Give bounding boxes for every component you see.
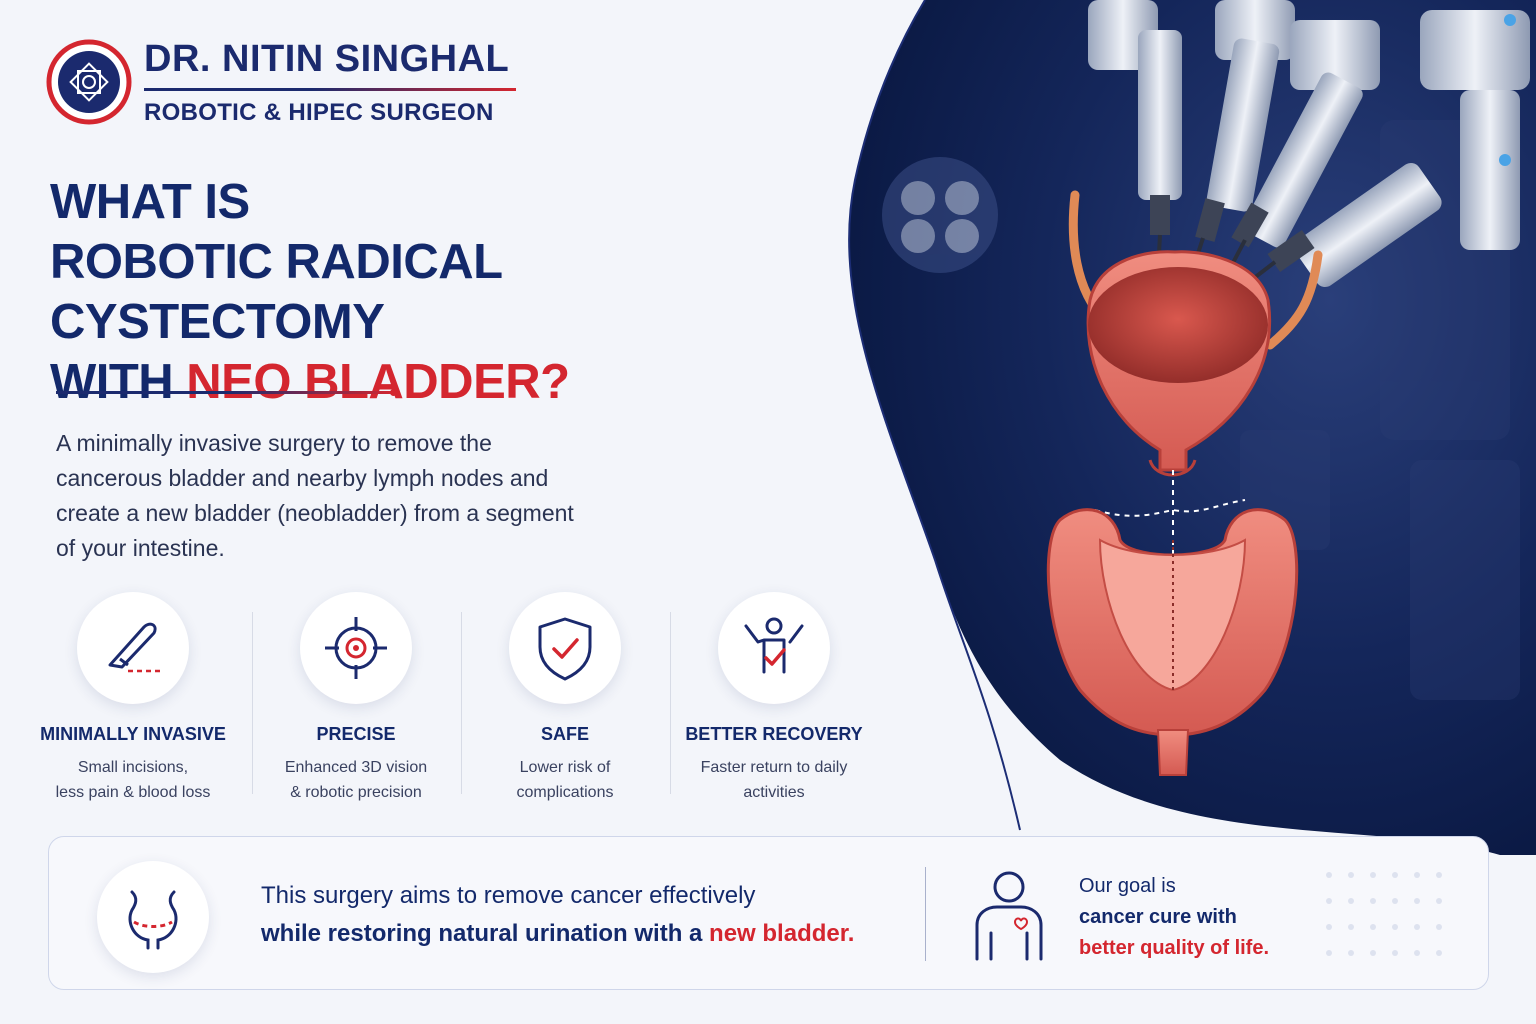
summary-message: This surgery aims to remove cancer effec… bbox=[261, 877, 941, 953]
feature-icon-circle bbox=[718, 592, 830, 704]
feature-better-recovery: BETTER RECOVERY Faster return to daily ac… bbox=[669, 592, 879, 805]
feature-title: PRECISE bbox=[316, 724, 396, 744]
feature-desc: Faster return to daily activities bbox=[669, 755, 879, 805]
summary-highlight: new bladder. bbox=[709, 920, 855, 947]
summary-card: This surgery aims to remove cancer effec… bbox=[48, 836, 1489, 990]
feature-desc-line-1: Enhanced 3D vision bbox=[284, 759, 428, 776]
feature-desc: Enhanced 3D vision & robotic precision bbox=[251, 755, 461, 805]
person-heart-icon bbox=[975, 871, 1043, 961]
shield-check-icon bbox=[538, 617, 592, 681]
decorative-dots bbox=[1326, 872, 1442, 956]
feature-desc-line-2: less pain & blood loss bbox=[55, 784, 211, 801]
brand-subtitle: ROBOTIC & HIPEC SURGEON bbox=[144, 99, 494, 126]
title-divider bbox=[56, 391, 396, 394]
brand-name: DR. NITIN SINGHAL bbox=[144, 38, 510, 80]
goal-statement: Our goal is cancer cure with better qual… bbox=[1079, 871, 1339, 964]
feature-icon-circle bbox=[77, 592, 189, 704]
feature-desc: Small incisions, less pain & blood loss bbox=[28, 755, 238, 805]
feature-desc-line-2: & robotic precision bbox=[290, 784, 422, 801]
title-accent: NEO BLADDER? bbox=[186, 355, 570, 409]
crosshair-icon bbox=[325, 617, 387, 679]
feature-title: MINIMALLY INVASIVE bbox=[40, 724, 226, 744]
title-line-3-prefix: WITH bbox=[50, 355, 187, 409]
description: A minimally invasive surgery to remove t… bbox=[56, 430, 574, 561]
title-line-1: WHAT IS bbox=[50, 175, 250, 229]
feature-desc-line-2: complications bbox=[516, 784, 614, 801]
logo-icon bbox=[46, 39, 132, 124]
feature-title: BETTER RECOVERY bbox=[685, 724, 863, 744]
feature-desc: Lower risk of complications bbox=[460, 755, 670, 805]
summary-line-1: This surgery aims to remove cancer effec… bbox=[261, 882, 756, 909]
bladder-icon bbox=[128, 890, 178, 950]
person-check-icon bbox=[744, 617, 804, 674]
card-divider bbox=[925, 867, 926, 961]
feature-desc-line-1: Small incisions, bbox=[77, 759, 189, 776]
feature-separator bbox=[252, 612, 253, 794]
feature-separator bbox=[670, 612, 671, 794]
feature-separator bbox=[461, 612, 462, 794]
feature-minimally-invasive: MINIMALLY INVASIVE Small incisions, less … bbox=[28, 592, 238, 805]
title-divider-dot bbox=[390, 389, 397, 396]
title-line-2: ROBOTIC RADICAL CYSTECTOMY bbox=[50, 235, 502, 349]
feature-icon-circle bbox=[300, 592, 412, 704]
goal-line-1: Our goal is bbox=[1079, 875, 1176, 897]
goal-line-3: better quality of life. bbox=[1079, 937, 1270, 959]
feature-precise: PRECISE Enhanced 3D vision & robotic prec… bbox=[251, 592, 461, 805]
feature-safe: SAFE Lower risk of complications bbox=[460, 592, 670, 805]
brand-divider bbox=[144, 88, 516, 91]
bladder-icon-circle bbox=[97, 861, 209, 973]
feature-desc-line-2: activities bbox=[743, 784, 805, 801]
feature-list: MINIMALLY INVASIVE Small incisions, less … bbox=[28, 592, 878, 802]
summary-line-2: while restoring natural urination with a bbox=[261, 920, 710, 947]
title-line-3: WITH NEO BLADDER? bbox=[50, 352, 830, 412]
brand-header: DR. NITIN SINGHAL ROBOTIC & HIPEC SURGEO… bbox=[46, 36, 516, 127]
goal-line-2: cancer cure with bbox=[1079, 906, 1237, 928]
feature-icon-circle bbox=[509, 592, 621, 704]
feature-desc-line-1: Lower risk of bbox=[519, 759, 611, 776]
feature-title: SAFE bbox=[540, 724, 589, 744]
feature-desc-line-1: Faster return to daily bbox=[700, 759, 848, 776]
scalpel-icon bbox=[108, 622, 160, 673]
page-title: WHAT IS ROBOTIC RADICAL CYSTECTOMY WITH … bbox=[50, 172, 830, 412]
